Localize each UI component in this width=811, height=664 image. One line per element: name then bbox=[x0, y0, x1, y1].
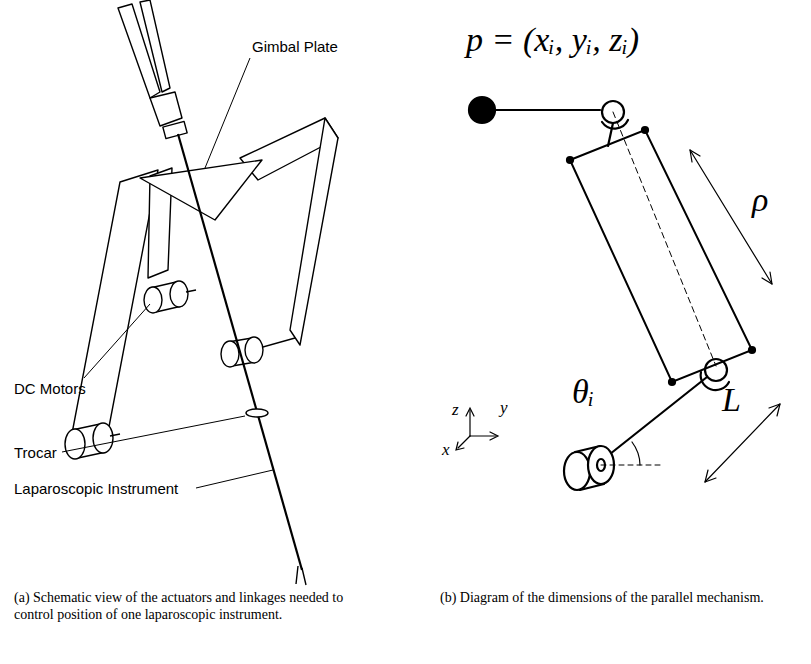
collar bbox=[163, 121, 187, 138]
subfigure-caption: (b) Diagram of the dimensions of the par… bbox=[440, 590, 770, 607]
dimension-label: ρ bbox=[752, 180, 792, 221]
part-label: DC Motors bbox=[14, 380, 134, 398]
dimension-label: L bbox=[722, 380, 762, 421]
pivot bbox=[567, 127, 755, 385]
leader-line bbox=[205, 58, 250, 168]
leader-line bbox=[196, 470, 273, 488]
part-label: Trocar bbox=[14, 444, 134, 462]
link-panel bbox=[290, 118, 338, 345]
instrument-tip bbox=[296, 566, 306, 585]
handle-jaw bbox=[140, 0, 170, 92]
link bbox=[495, 109, 600, 111]
point-label: p = (xᵢ, yᵢ, zᵢ) bbox=[466, 20, 766, 61]
dimension-arrow bbox=[705, 404, 780, 482]
part-label: Gimbal Plate bbox=[252, 38, 372, 56]
part-label: Laparoscopic Instrument bbox=[14, 480, 194, 498]
axis-label: x bbox=[442, 440, 458, 460]
motor bbox=[564, 446, 614, 490]
ball-joint bbox=[602, 101, 628, 129]
trocar-ring bbox=[246, 409, 268, 417]
axes bbox=[456, 408, 498, 450]
point-p bbox=[469, 97, 495, 123]
angle-label: θᵢ bbox=[572, 372, 632, 413]
reference-line bbox=[601, 465, 660, 466]
instrument-shaft bbox=[178, 134, 302, 570]
leader-line bbox=[62, 416, 245, 452]
axis-label: y bbox=[500, 398, 516, 418]
dc-motor bbox=[65, 423, 120, 459]
dashed-axis bbox=[613, 112, 716, 366]
angle-arc bbox=[632, 442, 640, 465]
parallelogram bbox=[570, 130, 752, 382]
crank-link bbox=[605, 377, 707, 458]
axis-label: z bbox=[452, 400, 468, 420]
subfigure-caption: (a) Schematic view of the actuators and … bbox=[14, 590, 344, 624]
leader-line bbox=[84, 304, 150, 378]
dc-motor bbox=[144, 281, 196, 313]
handle-body bbox=[150, 92, 182, 126]
